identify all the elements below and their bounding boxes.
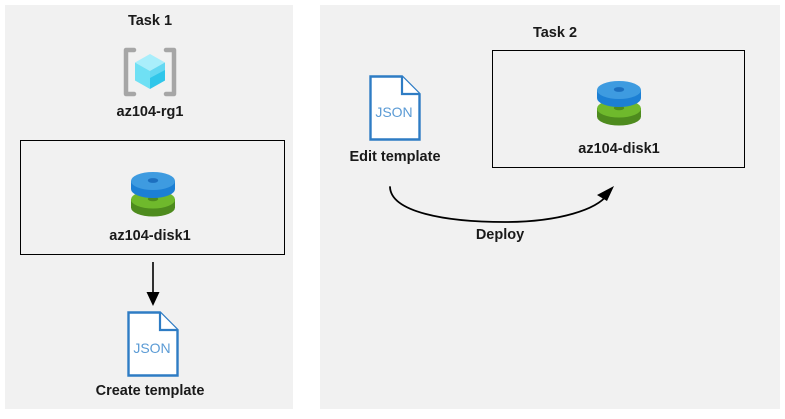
resource-group-label: az104-rg1 [116,104,184,120]
task-1-disk-label: az104-disk1 [109,228,191,244]
panel-task-1-title: Task 1 [127,13,173,29]
create-template-label: Create template [95,383,205,399]
deploy-label: Deploy [475,227,525,243]
edit-template-label: Edit template [349,149,441,165]
arrow-down-icon [138,262,168,310]
json-file-type-text: JSON [133,340,170,356]
curved-arrow-right-icon [385,182,625,228]
json-file-type-text: JSON [375,104,412,120]
managed-disk-icon [593,75,645,131]
managed-disk-icon [127,166,179,222]
json-file-icon: JSON [368,74,422,142]
panel-task-2-title: Task 2 [532,25,578,41]
json-file-icon: JSON [126,310,180,378]
task-2-disk-label: az104-disk1 [578,141,660,157]
resource-group-cube-icon [120,44,180,100]
